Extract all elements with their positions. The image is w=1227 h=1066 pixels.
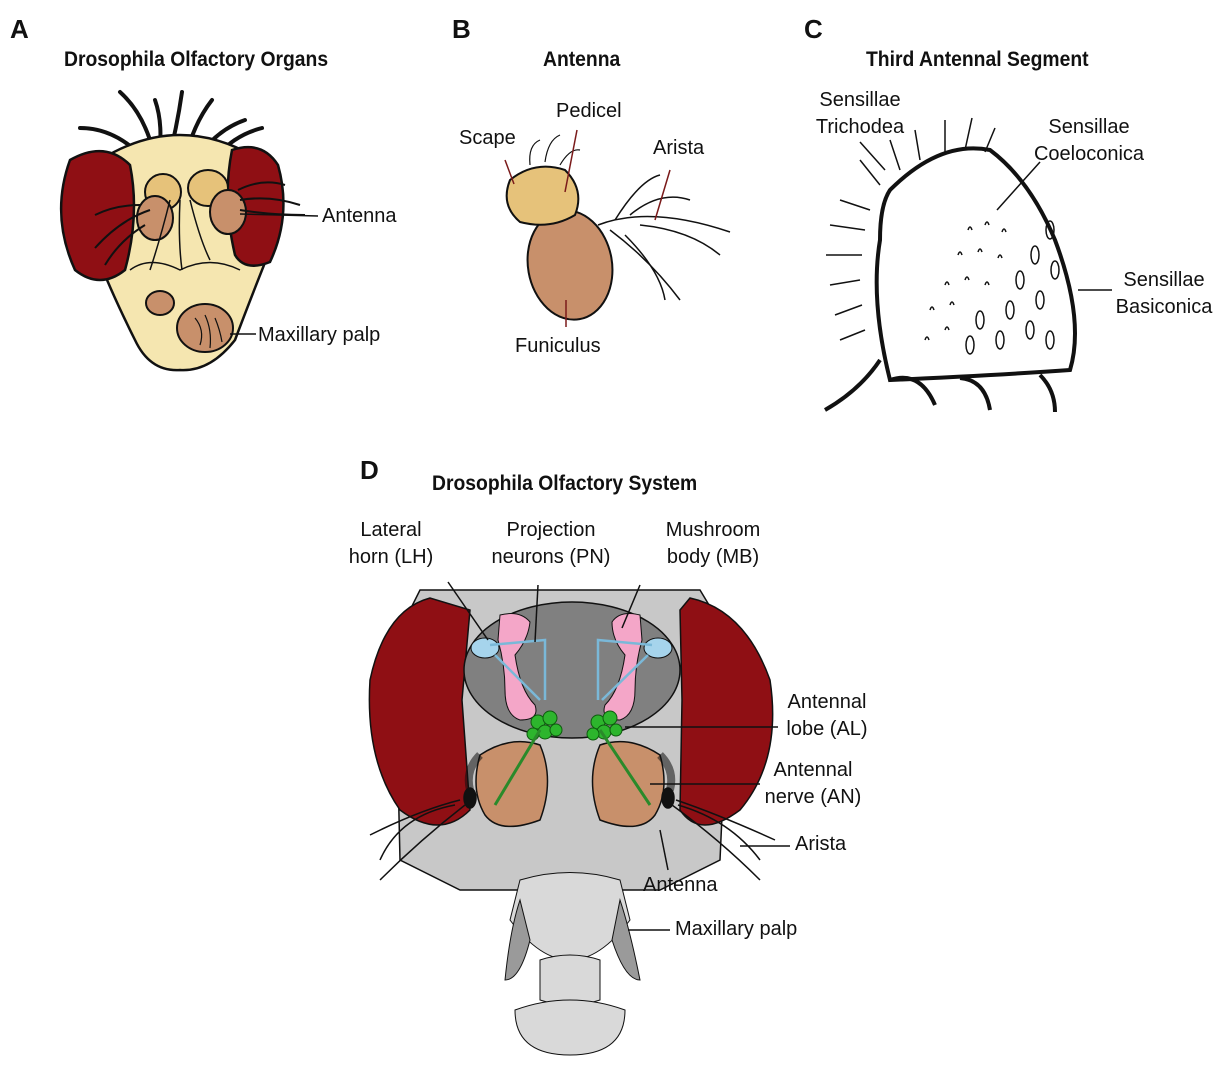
label-a-antenna: Antenna <box>322 203 397 230</box>
label-c-coeloconica-line2: Coeloconica <box>1026 141 1152 168</box>
left-eye <box>61 151 134 280</box>
label-d-arista: Arista <box>795 831 846 858</box>
label-c-basiconica-line1: Sensillae <box>1108 267 1220 294</box>
label-d-antennal-nerve: Antennal nerve (AN) <box>758 757 868 811</box>
maxillary-palp-left <box>146 291 174 315</box>
label-c-basiconica: Sensillae Basiconica <box>1108 267 1220 321</box>
left-antenna-funiculus <box>137 196 173 240</box>
label-d-maxillary-palp: Maxillary palp <box>675 916 797 943</box>
right-antenna-funiculus <box>210 190 246 234</box>
label-c-coeloconica: Sensillae Coeloconica <box>1026 114 1152 168</box>
label-d-antennal-lobe: Antennal lobe (AL) <box>776 689 878 743</box>
label-b-funiculus: Funiculus <box>515 333 601 360</box>
d-left-antenna <box>476 742 548 827</box>
proboscis-labellum <box>515 1000 625 1055</box>
d-left-eye <box>369 598 470 825</box>
label-a-maxillary-palp: Maxillary palp <box>258 322 380 349</box>
lateral-horn-right <box>644 638 672 658</box>
label-d-an-line2: nerve (AN) <box>758 784 868 811</box>
arista-shape <box>598 175 730 300</box>
label-b-arista: Arista <box>653 135 704 162</box>
panel-d-title: Drosophila Olfactory System <box>432 472 697 496</box>
label-d-al-line2: lobe (AL) <box>776 716 878 743</box>
maxillary-palp-right <box>177 304 233 352</box>
label-c-trichodea: Sensillae Trichodea <box>808 87 912 141</box>
panel-b-title: Antenna <box>543 48 620 72</box>
label-b-pedicel: Pedicel <box>556 98 622 125</box>
label-d-mushroom-body: Mushroom body (MB) <box>654 517 772 571</box>
label-d-lh-line1: Lateral <box>343 517 439 544</box>
panel-d-system-drawing <box>369 582 790 1055</box>
label-c-coeloconica-line1: Sensillae <box>1026 114 1152 141</box>
panel-b-letter: B <box>452 14 471 45</box>
label-b-scape: Scape <box>459 125 516 152</box>
label-d-mb-line2: body (MB) <box>654 544 772 571</box>
label-d-an-line1: Antennal <box>758 757 868 784</box>
panel-d-letter: D <box>360 455 379 486</box>
panel-c-letter: C <box>804 14 823 45</box>
label-d-lh-line2: horn (LH) <box>343 544 439 571</box>
brain <box>464 602 680 738</box>
label-d-al-line1: Antennal <box>776 689 878 716</box>
label-d-antenna: Antenna <box>643 872 718 899</box>
segment-outline <box>877 148 1075 380</box>
label-d-pn-line1: Projection <box>480 517 622 544</box>
label-d-projection-neurons: Projection neurons (PN) <box>480 517 622 571</box>
panel-c-title: Third Antennal Segment <box>866 48 1089 72</box>
proboscis-mid <box>540 955 600 1005</box>
label-c-trichodea-line1: Sensillae <box>808 87 912 114</box>
label-d-lateral-horn: Lateral horn (LH) <box>343 517 439 571</box>
label-d-pn-line2: neurons (PN) <box>480 544 622 571</box>
label-c-basiconica-line2: Basiconica <box>1108 294 1220 321</box>
label-c-trichodea-line2: Trichodea <box>808 114 912 141</box>
lateral-horn-left <box>471 638 499 658</box>
label-d-mb-line1: Mushroom <box>654 517 772 544</box>
